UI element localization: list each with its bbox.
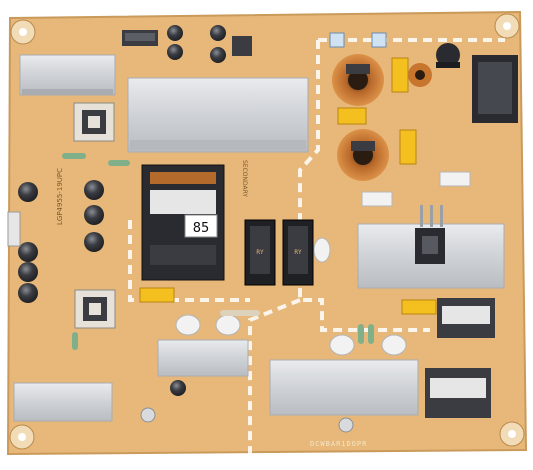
relay-pair: RY RY (244, 219, 314, 286)
resistors (62, 153, 374, 350)
secondary-silk-label: SECONDARY (241, 160, 248, 197)
relay-brand-label-1: RY (256, 249, 264, 256)
board-model-silk: LGP4955-19UPC (56, 168, 64, 225)
heatsink-bottom-center (269, 359, 419, 416)
connector-left (7, 211, 21, 247)
heatsink-bottom-mid (157, 339, 249, 377)
transformer-small-top (73, 102, 115, 142)
heatsink-bottom-left (13, 382, 113, 422)
fuse-holder (436, 43, 460, 68)
transformer-small-right-2 (425, 368, 491, 418)
copper-coil-bottom (337, 129, 389, 181)
transformer-small-left (74, 289, 116, 329)
relay-brand-label-2: RY (294, 249, 302, 256)
isolation-boundary (128, 38, 505, 455)
bottom-code-silk: DCWBAR1DOPR (310, 440, 367, 448)
bridge-rectifier (472, 55, 518, 123)
transformer-label: 85 (193, 221, 210, 236)
white-ceramic-parts (175, 171, 471, 356)
heatsink-top-left (19, 54, 116, 96)
mount-hole-icon (9, 13, 525, 450)
transformer-small-right-1 (437, 298, 495, 338)
small-coil-right (408, 63, 432, 87)
blue-safety-caps (329, 32, 387, 48)
heatsink-top-center (127, 77, 309, 153)
transformer-main: 85 (141, 164, 225, 281)
connector-top (122, 30, 158, 46)
electrolytic-capacitors-left (18, 180, 186, 396)
small-capacitors-top (167, 25, 252, 63)
copper-coil-top (332, 54, 384, 106)
heatsink-right (357, 205, 505, 289)
yellow-capacitors (139, 57, 437, 315)
screw-icon (140, 407, 354, 433)
